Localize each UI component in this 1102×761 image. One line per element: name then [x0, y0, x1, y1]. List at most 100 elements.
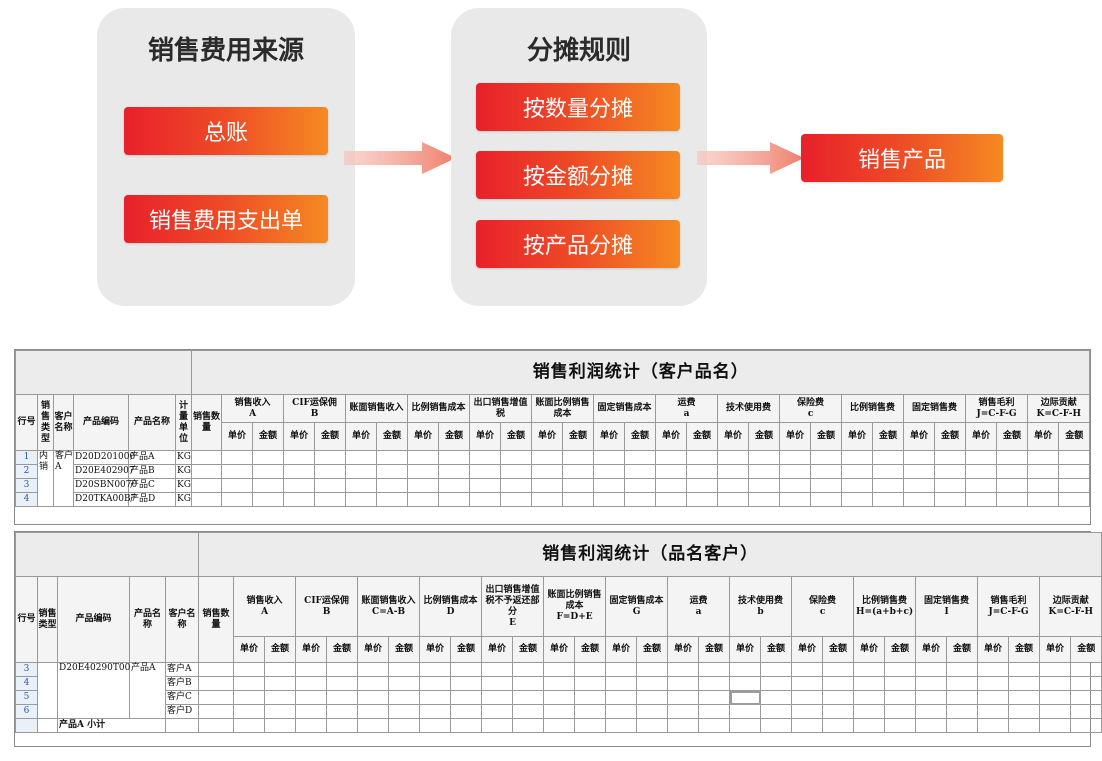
hdr-group-sub: b — [757, 606, 764, 617]
hdr-amount: 金额 — [388, 636, 421, 663]
data-cell — [903, 492, 936, 507]
data-cell — [198, 690, 235, 705]
data-cell — [1008, 690, 1041, 705]
hdr-qty: 销售数量 — [191, 394, 223, 451]
hdr-group-title: 固定销售成本 — [609, 595, 664, 606]
data-cell — [1008, 718, 1041, 733]
data-cell — [221, 450, 254, 465]
data-cell — [1070, 718, 1102, 733]
data-cell — [698, 690, 731, 705]
data-cell — [915, 662, 948, 677]
data-cell — [531, 464, 564, 479]
data-cell — [822, 690, 855, 705]
hdr-group-title: 固定销售费 — [924, 595, 970, 606]
data-cell — [314, 478, 347, 493]
data-cell — [1058, 464, 1091, 479]
cell-unit: KG — [174, 450, 193, 465]
data-cell — [1008, 662, 1041, 677]
hdr-group-sub: K=C-F-H — [1036, 408, 1082, 419]
flow-arrow-2 — [697, 142, 804, 174]
data-cell — [996, 450, 1029, 465]
data-cell — [1039, 676, 1072, 691]
rule-panel: 分摊规则 按数量分摊 按金额分摊 按产品分摊 — [451, 8, 707, 306]
hdr-group-title: 比例销售费 — [862, 595, 908, 606]
hdr-group-sub: B — [310, 408, 319, 419]
data-cell — [574, 718, 607, 733]
data-cell — [872, 450, 905, 465]
hdr-amount: 金额 — [996, 422, 1029, 451]
hdr-group-title: 出口销售增值税 — [473, 397, 528, 419]
hdr-amount: 金额 — [822, 636, 855, 663]
hdr-group-title: 技术使用费 — [726, 403, 772, 413]
sheet1-title: 销售利润统计（客户品名） — [191, 350, 1091, 395]
subtotal-label: 产品A 小计 — [57, 718, 166, 733]
hdr-amount: 金额 — [884, 636, 917, 663]
data-cell — [469, 492, 502, 507]
hdr-amount: 金额 — [686, 422, 719, 451]
hdr-unit-price: 单价 — [903, 422, 936, 451]
hdr-group-6: 固定销售成本 — [593, 394, 657, 423]
hdr-group-sub: I — [944, 606, 949, 617]
data-cell — [221, 478, 254, 493]
data-cell — [295, 676, 328, 691]
data-cell — [667, 718, 700, 733]
data-cell — [605, 662, 638, 677]
hdr-amount: 金额 — [314, 422, 347, 451]
data-cell — [698, 704, 731, 719]
hdr-amount: 金额 — [512, 636, 545, 663]
hdr-amount: 金额 — [636, 636, 669, 663]
data-cell — [562, 464, 595, 479]
data-cell — [574, 676, 607, 691]
data-cell — [1070, 676, 1102, 691]
data-cell — [915, 718, 948, 733]
hdr-group-title: CIF运保佣 — [304, 595, 349, 606]
source-panel: 销售费用来源 总账 销售费用支出单 — [97, 8, 355, 306]
data-cell — [500, 464, 533, 479]
data-cell — [729, 718, 762, 733]
data-cell — [667, 690, 700, 705]
cell-customer: 客户C — [164, 690, 200, 705]
hdr2-qty: 销售数量 — [198, 576, 235, 663]
data-cell — [810, 464, 843, 479]
data-cell — [636, 676, 669, 691]
data-cell — [543, 690, 576, 705]
hdr-unit-price: 单价 — [717, 422, 750, 451]
data-cell — [667, 662, 700, 677]
hdr-group-sub: K=C-F-H — [1048, 606, 1094, 617]
hdr2-code: 产品编码 — [57, 576, 130, 663]
cell-name: 产品D — [128, 492, 176, 507]
hdr-group-sub: A — [249, 408, 257, 419]
data-cell — [965, 478, 998, 493]
data-cell — [357, 662, 390, 677]
data-cell — [624, 450, 657, 465]
data-cell — [841, 464, 874, 479]
hdr-amount: 金额 — [748, 422, 781, 451]
cell-unit: KG — [174, 464, 193, 479]
data-cell — [977, 704, 1010, 719]
hdr-amount: 金额 — [1070, 636, 1102, 663]
data-cell — [326, 690, 359, 705]
cell-name: 产品A — [128, 450, 176, 465]
data-cell — [233, 690, 266, 705]
source-general-ledger: 总账 — [124, 107, 328, 155]
data-cell — [531, 478, 564, 493]
data-cell — [965, 492, 998, 507]
data-cell — [295, 704, 328, 719]
data-cell — [686, 464, 719, 479]
row-number: 2 — [15, 464, 38, 479]
data-cell — [655, 478, 688, 493]
data-cell — [357, 690, 390, 705]
data-cell — [1058, 478, 1091, 493]
data-cell — [624, 492, 657, 507]
data-cell — [946, 704, 979, 719]
rule-panel-title: 分摊规则 — [526, 36, 631, 66]
sales-profit-sheet-product: 销售利润统计（品名客户） 行号 销售类型 产品编码 产品名称 客户名称 销售数量… — [14, 531, 1102, 747]
data-cell — [903, 450, 936, 465]
hdr-group-sub: c — [819, 606, 826, 617]
cell-customer — [164, 718, 200, 733]
